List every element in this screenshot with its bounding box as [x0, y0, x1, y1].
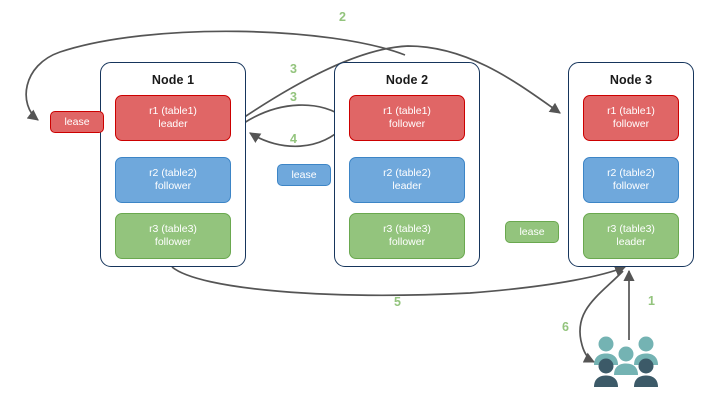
node-3-range-r1[interactable]: r1 (table1) follower: [583, 95, 679, 141]
range-label-line1: r1 (table1): [149, 105, 197, 117]
lease-label: lease: [519, 226, 545, 238]
range-label-line2: leader: [392, 180, 422, 192]
edge-4: [249, 123, 347, 148]
step-label-5: 5: [394, 295, 401, 309]
range-label-line2: follower: [388, 118, 426, 130]
step-label-1: 1: [648, 294, 655, 308]
node-2-range-r3[interactable]: r3 (table3) follower: [349, 213, 465, 259]
range-label-line1: r3 (table3): [149, 223, 197, 235]
step-label-2: 2: [339, 10, 346, 24]
node-1[interactable]: Node 1 r1 (table1) leader r2 (table2) fo…: [100, 62, 246, 267]
step-label-4: 4: [290, 132, 297, 146]
range-label-line2: follower: [388, 236, 426, 248]
edge-2: [25, 30, 406, 121]
range-label-line2: follower: [612, 180, 650, 192]
edge-6: [579, 270, 624, 363]
range-label-line2: follower: [154, 180, 192, 192]
node-3-range-r3[interactable]: r3 (table3) leader: [583, 213, 679, 259]
lease-badge-r1[interactable]: lease: [50, 111, 104, 133]
users-icon: [594, 336, 658, 387]
step-label-3a: 3: [290, 62, 297, 76]
edge-3-to-node3: [242, 45, 561, 119]
lease-badge-r2[interactable]: lease: [277, 164, 331, 186]
node-2-range-r2[interactable]: r2 (table2) leader: [349, 157, 465, 203]
node-1-range-r3[interactable]: r3 (table3) follower: [115, 213, 231, 259]
node-1-title: Node 1: [151, 73, 195, 87]
lease-label: lease: [64, 116, 90, 128]
range-label-line1: r2 (table2): [383, 167, 431, 179]
node-3-range-r2[interactable]: r2 (table2) follower: [583, 157, 679, 203]
range-label-line2: follower: [612, 118, 650, 130]
lease-badge-r3[interactable]: lease: [505, 221, 559, 243]
node-3[interactable]: Node 3 r1 (table1) follower r2 (table2) …: [568, 62, 694, 267]
range-label-line2: follower: [154, 236, 192, 248]
range-label-line1: r3 (table3): [607, 223, 655, 235]
step-label-3b: 3: [290, 90, 297, 104]
node-2-range-r1[interactable]: r1 (table1) follower: [349, 95, 465, 141]
node-1-range-r2[interactable]: r2 (table2) follower: [115, 157, 231, 203]
edge-5: [171, 265, 627, 297]
node-2[interactable]: Node 2 r1 (table1) follower r2 (table2) …: [334, 62, 480, 267]
node-2-title: Node 2: [385, 73, 429, 87]
range-label-line2: leader: [158, 118, 188, 130]
range-label-line1: r1 (table1): [383, 105, 431, 117]
range-label-line1: r1 (table1): [607, 105, 655, 117]
step-label-6: 6: [562, 320, 569, 334]
range-label-line2: leader: [616, 236, 646, 248]
range-label-line1: r3 (table3): [383, 223, 431, 235]
node-1-range-r1[interactable]: r1 (table1) leader: [115, 95, 231, 141]
node-3-title: Node 3: [609, 73, 653, 87]
range-label-line1: r2 (table2): [607, 167, 655, 179]
range-label-line1: r2 (table2): [149, 167, 197, 179]
lease-label: lease: [291, 169, 317, 181]
